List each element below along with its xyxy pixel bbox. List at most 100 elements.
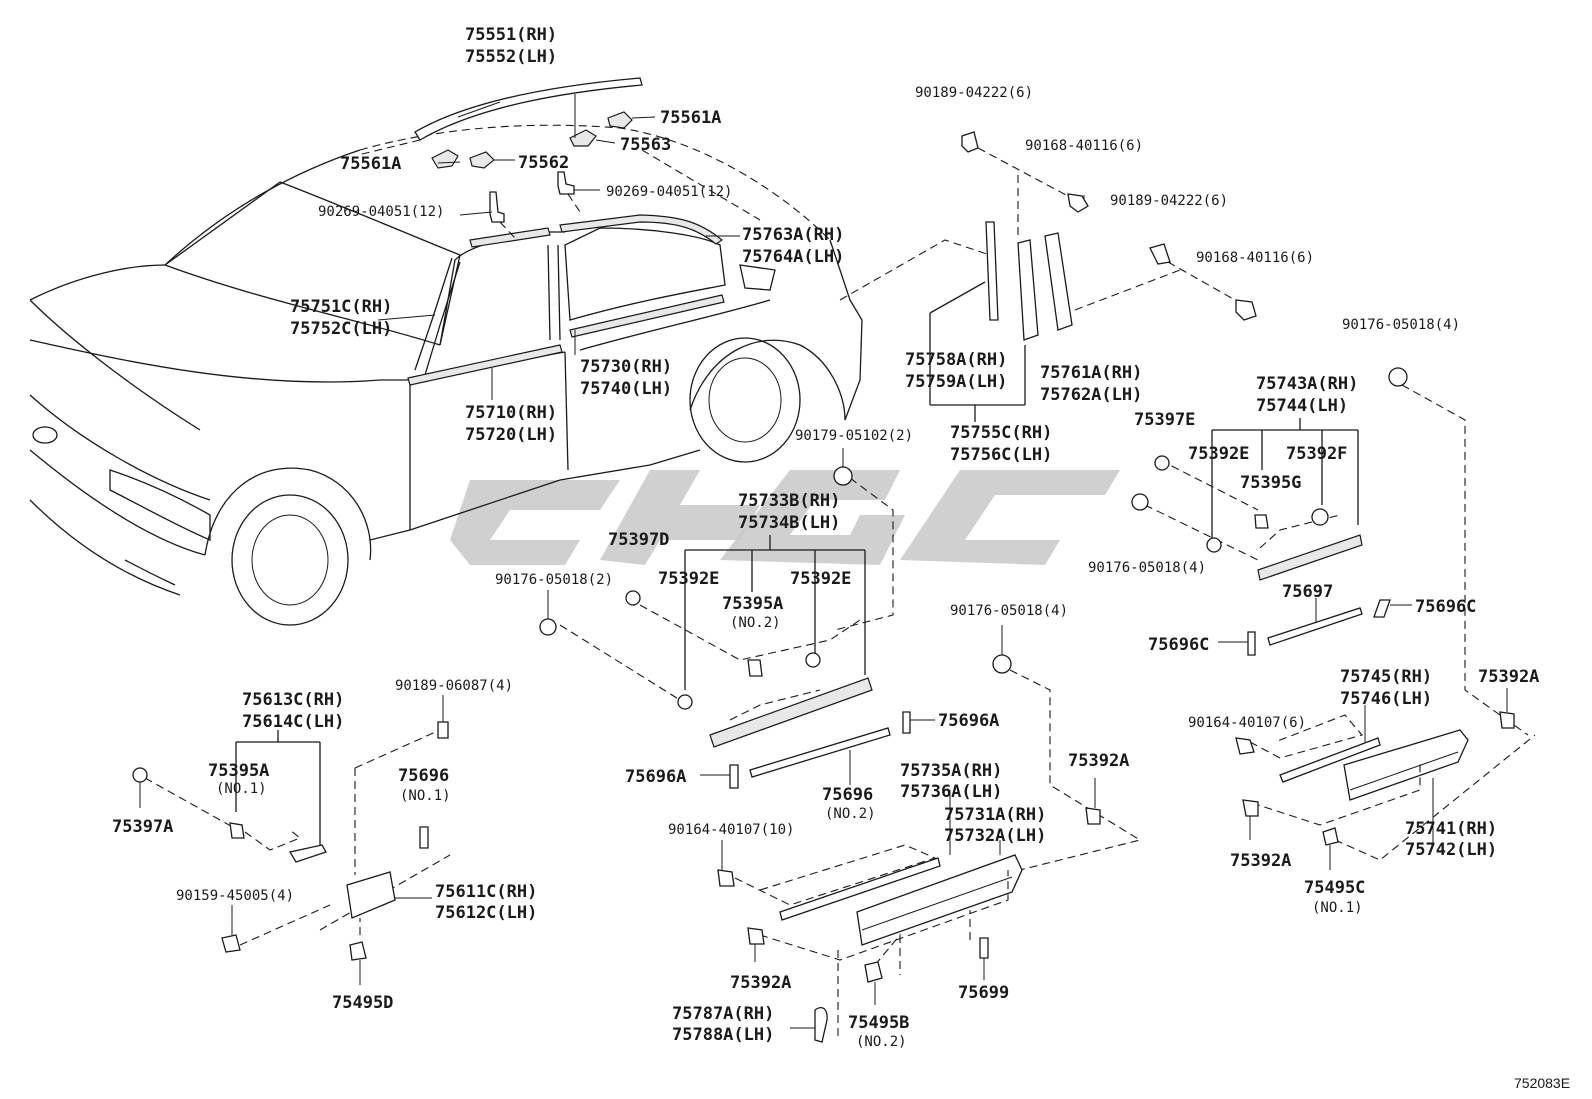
part-label-75762a: 75762A(LH) — [1040, 385, 1142, 405]
part-label-75761a: 75761A(RH) — [1040, 363, 1142, 383]
note-no1-c: (NO.1) — [1312, 900, 1363, 916]
spacer-icon — [979, 937, 989, 959]
fender-garnish — [346, 871, 396, 919]
end-cap — [902, 711, 911, 734]
clip-icon — [677, 694, 693, 710]
part-label-75787a: 75787A(RH) — [672, 1004, 774, 1024]
note-no1-a: (NO.1) — [216, 781, 267, 797]
pillar-garnish-group — [839, 131, 1257, 422]
clip-icon — [864, 961, 883, 983]
part-label-75733b: 75733B(RH) — [738, 491, 840, 511]
clip-icon — [625, 590, 641, 606]
part-label-75395a-no2: 75395A — [722, 594, 783, 614]
screw-icon — [747, 927, 765, 945]
end-cap — [1373, 599, 1391, 618]
part-label-75735a: 75735A(RH) — [900, 761, 1002, 781]
screw-icon — [437, 721, 449, 739]
part-label-75696a-left: 75696A — [625, 767, 686, 787]
screw-icon — [1235, 737, 1255, 755]
clip-icon — [132, 767, 148, 783]
roof-molding-group — [357, 77, 761, 239]
part-label-75720: 75720(LH) — [465, 425, 557, 445]
part-label-75696-no2: 75696 — [822, 785, 873, 805]
screw-icon — [747, 659, 763, 677]
clip-icon — [431, 149, 459, 169]
part-label-75734b: 75734B(LH) — [738, 513, 840, 533]
part-label-75732a: 75732A(LH) — [944, 826, 1046, 846]
part-label-75495c: 75495C — [1304, 878, 1365, 898]
part-label-75397e: 75397E — [1134, 410, 1195, 430]
part-label-75758a: 75758A(RH) — [905, 350, 1007, 370]
nut-icon — [833, 466, 853, 486]
center-molding-group — [700, 711, 935, 789]
part-label-75746: 75746(LH) — [1340, 689, 1432, 709]
part-label-75741: 75741(RH) — [1405, 819, 1497, 839]
drawing-number: 752083E — [1514, 1075, 1570, 1091]
brand-watermark-logo — [450, 470, 1120, 565]
pillar-garnish-front — [1017, 239, 1039, 341]
clip-icon — [349, 941, 367, 961]
part-label-75742: 75742(LH) — [1405, 840, 1497, 860]
part-label-75745: 75745(RH) — [1340, 667, 1432, 687]
part-label-75752c: 75752C(LH) — [290, 319, 392, 339]
part-label-75788a: 75788A(LH) — [672, 1025, 774, 1045]
part-label-75731a: 75731A(RH) — [944, 805, 1046, 825]
part-label-75397a: 75397A — [112, 817, 173, 837]
part-label-75552: 75552(LH) — [465, 47, 557, 67]
rear-side-molding-group — [1235, 688, 1536, 870]
spacer-icon — [419, 826, 429, 849]
part-label-90168-40116-top: 90168-40116(6) — [1025, 138, 1143, 154]
clip-icon — [469, 151, 495, 169]
part-label-75562: 75562 — [518, 153, 569, 173]
screw-icon — [221, 934, 241, 953]
front-door-molding-upper-group — [539, 448, 894, 748]
screw-icon — [489, 191, 516, 239]
clip-icon — [607, 111, 633, 129]
part-label-75392f: 75392F — [1286, 444, 1347, 464]
part-label-75710: 75710(RH) — [465, 403, 557, 423]
clip-icon — [569, 129, 597, 147]
part-label-75495b: 75495B — [848, 1013, 909, 1033]
belt-molding-group — [1218, 598, 1412, 656]
part-label-75495d: 75495D — [332, 993, 393, 1013]
part-label-90189-04222-mid: 90189-04222(6) — [1110, 193, 1228, 209]
car-leader-lines — [377, 211, 740, 400]
side-molding-panel — [856, 854, 1023, 946]
part-label-75392a-center: 75392A — [1068, 751, 1129, 771]
part-label-75744: 75744(LH) — [1256, 396, 1348, 416]
part-label-90176-05018-center: 90176-05018(4) — [950, 603, 1068, 619]
screw-icon — [1499, 711, 1515, 729]
part-label-90168-40116-mid: 90168-40116(6) — [1196, 250, 1314, 266]
part-label-75730: 75730(RH) — [580, 357, 672, 377]
clip-icon — [961, 131, 1069, 197]
part-label-75751c: 75751C(RH) — [290, 297, 392, 317]
screw-icon — [717, 869, 735, 887]
end-cap — [1247, 631, 1256, 656]
fender-molding-end — [288, 844, 327, 863]
part-label-75696c-left: 75696C — [1148, 635, 1209, 655]
part-label-75696a-right: 75696A — [938, 711, 999, 731]
part-label-90176-05018-rmid: 90176-05018(4) — [1088, 560, 1206, 576]
screw-icon — [1067, 193, 1089, 213]
part-label-75699: 75699 — [958, 983, 1009, 1003]
part-label-75755c: 75755C(RH) — [950, 423, 1052, 443]
note-no2-a: (NO.2) — [730, 615, 781, 631]
screw-icon — [1085, 807, 1101, 825]
part-label-90164-40107-right: 90164-40107(6) — [1188, 715, 1306, 731]
part-label-90179-05102: 90179-05102(2) — [795, 428, 913, 444]
screw-icon — [1242, 799, 1259, 817]
clip-icon — [1154, 455, 1170, 471]
clip-icon — [805, 652, 821, 668]
rear-door-molding-upper-group — [1131, 367, 1529, 736]
part-label-75395a-no1: 75395A — [208, 761, 269, 781]
part-label-75561a-left: 75561A — [340, 154, 401, 174]
part-label-75736a: 75736A(LH) — [900, 782, 1002, 802]
part-label-75561a-top: 75561A — [660, 108, 721, 128]
part-label-90176-05018-left: 90176-05018(2) — [495, 572, 613, 588]
sedan-outline-illustration — [29, 124, 863, 626]
note-no1-b: (NO.1) — [400, 788, 451, 804]
part-label-75764a: 75764A(LH) — [742, 247, 844, 267]
clip-icon — [1206, 537, 1222, 553]
rear-side-molding-upper — [1279, 737, 1381, 783]
note-no2-b: (NO.2) — [825, 806, 876, 822]
